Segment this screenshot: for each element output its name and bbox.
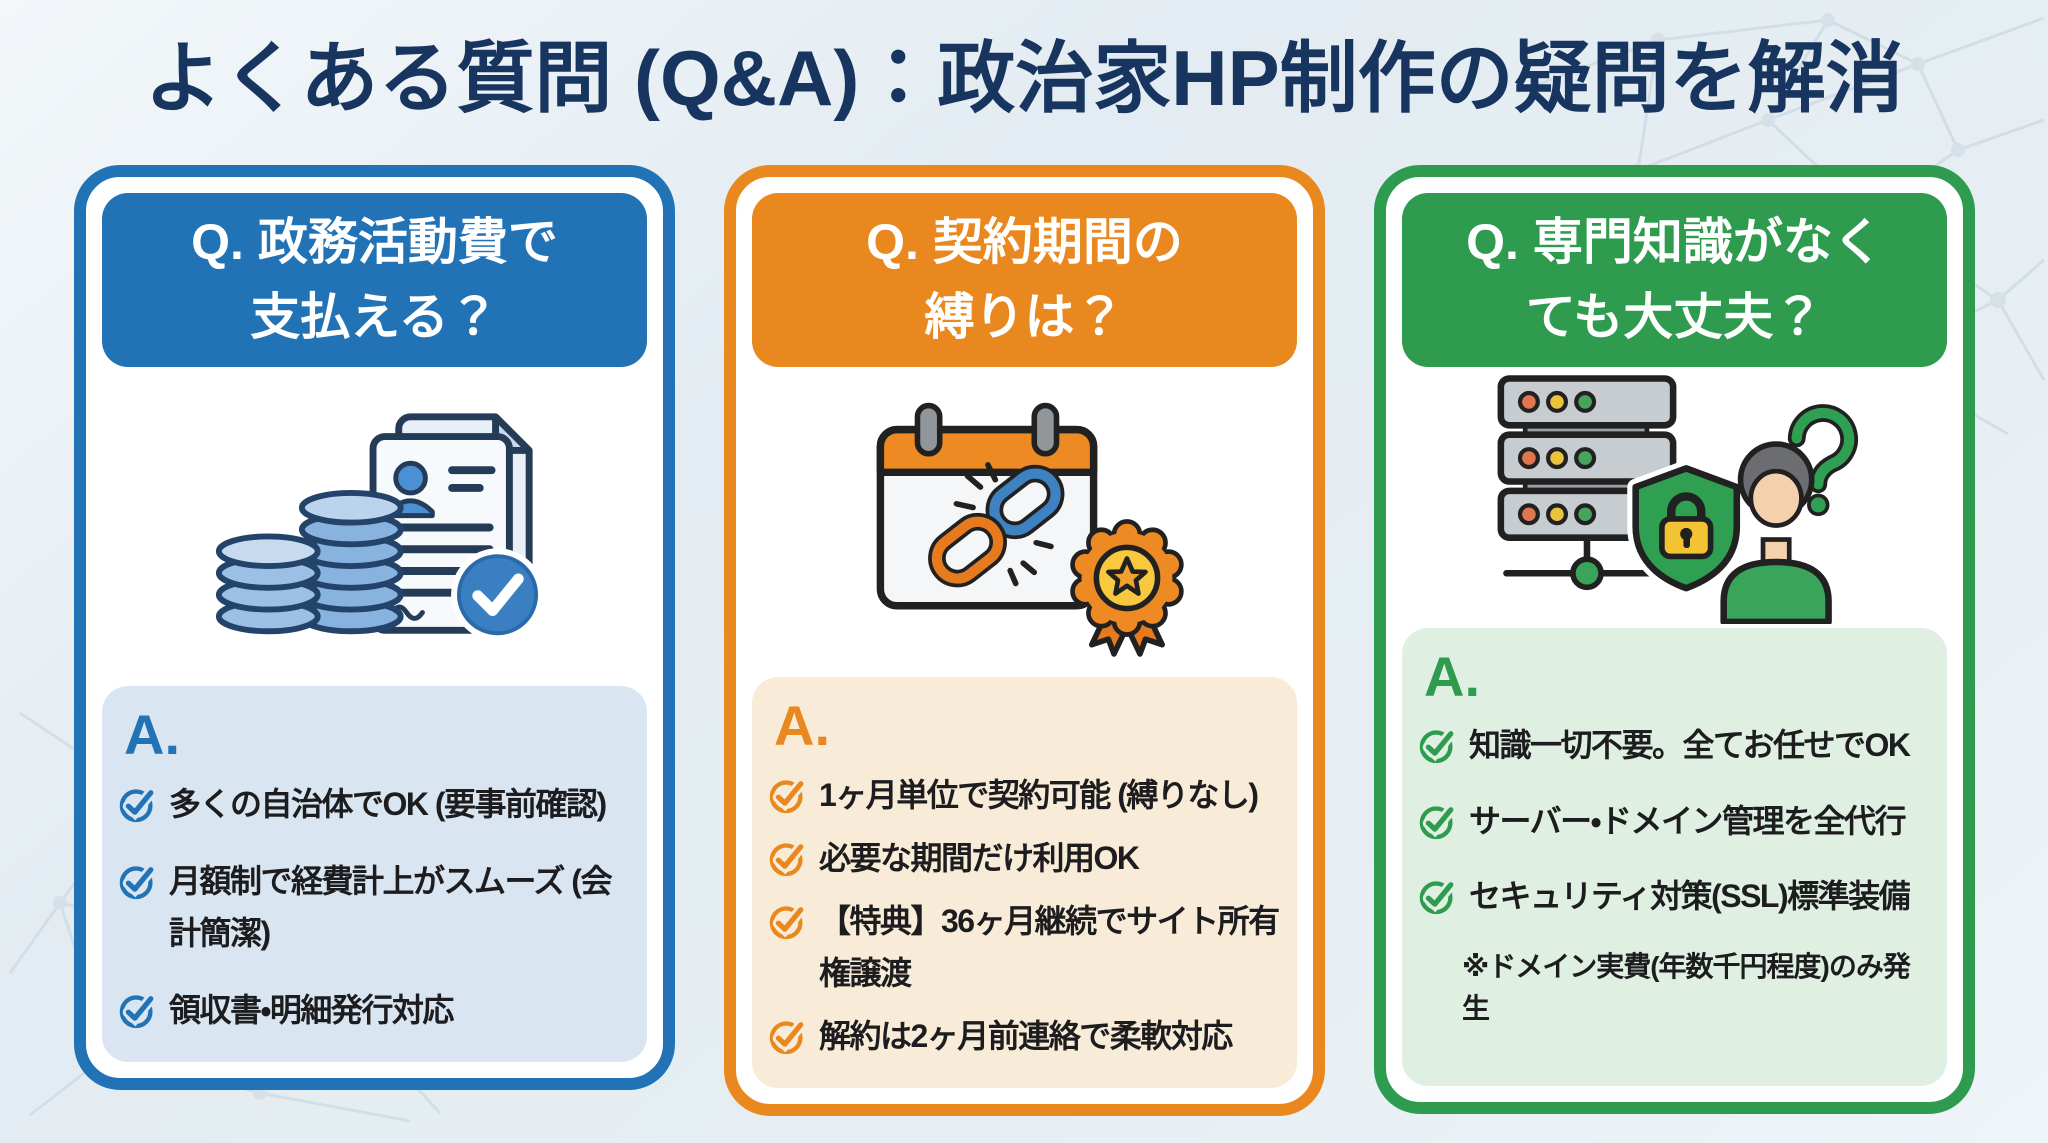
lock-icon [1666,492,1705,523]
qa-card-no-expertise: Q. 専門知識がなく ても大丈夫？ [1374,165,1975,1114]
question-line-1: Q. 専門知識がなく [1466,214,1883,270]
check-bullet-icon [769,778,806,814]
answer-item: 解約は2ヶ月前連絡で柔軟対応 [768,1011,1279,1062]
answer-item: 知識一切不要。全てお任せでOK [1418,720,1929,771]
coins-document-check-icon [215,413,543,642]
question-header: Q. 専門知識がなく ても大丈夫？ [1402,193,1947,367]
answer-item-text: 領収書・明細発行対応 [169,991,454,1028]
user-icon [1719,441,1832,624]
security-shield-icon [1626,459,1745,597]
server-shield-user-question-icon [1497,375,1858,624]
check-bullet-icon [119,864,156,900]
check-bullet-icon [1419,803,1456,839]
answer-item-text: サーバー・ドメイン管理を全代行 [1469,802,1907,839]
answer-box: A. 1ヶ月単位で契約可能 (縛りなし) 必要な期間だけ利用O [752,677,1297,1088]
illustration-zone [752,367,1297,677]
check-bullet-icon [769,904,806,940]
answer-item: 【特典】36ヶ月継続でサイト所有権譲渡 [768,896,1280,998]
answer-item-text: 知識一切不要。全てお任せでOK [1469,727,1911,764]
answer-item: 領収書・明細発行対応 [118,985,629,1036]
check-bullet-icon [1419,728,1456,764]
answer-item-text: 解約は2ヶ月前連絡で柔軟対応 [819,1017,1233,1054]
illustration-zone [102,367,647,686]
avatar [392,461,428,496]
question-line-1: Q. 政務活動費で [191,214,558,270]
question-mark-icon [1787,404,1858,517]
answer-item-text: 必要な期間だけ利用OK [819,840,1140,877]
question-line-1: Q. 契約期間の [866,214,1183,270]
answer-item: 1ヶ月単位で契約可能 (縛りなし) [768,770,1279,821]
answer-label: A. [124,703,180,767]
answer-item-text: セキュリティ対策(SSL)標準装備 [1469,877,1911,914]
answer-item-text: 1ヶ月単位で契約可能 (縛りなし) [819,777,1259,814]
answer-label: A. [1424,644,1480,708]
question-header: Q. 契約期間の 縛りは？ [752,193,1297,367]
check-bullet-icon [119,992,156,1028]
answer-label: A. [774,694,830,758]
question-line-2: ても大丈夫？ [1525,289,1824,345]
calendar-broken-chain-award-icon [876,402,1184,657]
page-title: よくある質問 (Q&A)：政治家HP制作の疑問を解消 [144,34,1904,122]
answer-item-text: 月額制で経費計上がスムーズ (会計簡潔) [169,863,612,951]
star-icon [1105,555,1148,596]
answer-item-text: 多くの自治体でOK (要事前確認) [169,786,607,823]
check-circle-icon [450,548,543,642]
answer-box: A. 多くの自治体でOK (要事前確認) 月額制で経費計上がス [102,686,647,1062]
answer-box: A. 知識一切不要。全てお任せでOK サーバー・ドメイン管理を [1402,627,1947,1086]
check-bullet-icon [1419,878,1456,914]
award-ribbon-icon [1069,518,1184,657]
qa-cards-row: Q. 政務活動費で 支払える？ [74,165,1975,1116]
question-line-2: 縛りは？ [924,289,1125,345]
network-node [1569,556,1604,591]
check-bullet-icon [769,1018,806,1054]
question-line-2: 支払える？ [250,289,499,345]
answer-item: 必要な期間だけ利用OK [768,833,1279,884]
answer-item: 月額制で経費計上がスムーズ (会計簡潔) [118,856,629,958]
answer-item: サーバー・ドメイン管理を全代行 [1418,796,1929,847]
broken-chain-icon [927,461,1064,588]
qa-card-contract-period: Q. 契約期間の 縛りは？ [724,165,1325,1116]
coin-stack-icon [215,490,404,635]
answer-item: セキュリティ対策(SSL)標準装備 [1418,871,1929,922]
illustration-zone [1402,367,1947,628]
check-bullet-icon [769,841,806,877]
answer-note: ※ドメイン実費(年数千円程度)のみ発生 [1462,951,1911,1024]
answer-item: 多くの自治体でOK (要事前確認) [118,779,629,830]
qa-card-political-funds: Q. 政務活動費で 支払える？ [74,165,675,1090]
check-bullet-icon [119,787,156,823]
question-header: Q. 政務活動費で 支払える？ [102,193,647,367]
answer-item-text: 【特典】36ヶ月継続でサイト所有権譲渡 [819,903,1280,991]
